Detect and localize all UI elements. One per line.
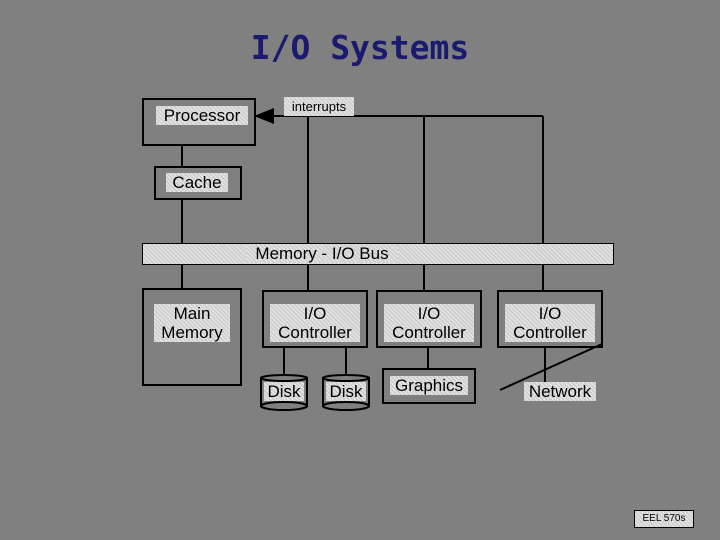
bus-label: Memory - I/O Bus (246, 244, 398, 263)
io-controller-3-label: I/O Controller (505, 304, 595, 342)
io-controller-2-line-2: Controller (392, 323, 466, 342)
footer-label: EEL 570s (634, 510, 694, 528)
io-controller-1-label: I/O Controller (270, 304, 360, 342)
main-memory-label: Main Memory (154, 304, 230, 342)
io-controller-1-line-2: Controller (278, 323, 352, 342)
io-controller-3 (497, 290, 603, 348)
network-label: Network (524, 382, 596, 401)
cache-box (154, 166, 242, 200)
disk-2-label: Disk (326, 382, 366, 401)
graphics-label: Graphics (390, 376, 468, 395)
io-controller-1 (262, 290, 368, 348)
processor-box (142, 98, 256, 146)
page-title: I/O Systems (250, 28, 470, 67)
main-memory-line-1: Main (173, 304, 211, 323)
main-memory-line-2: Memory (161, 323, 223, 342)
io-controller-2 (376, 290, 482, 348)
io-controller-2-line-1: I/O (417, 304, 441, 323)
io-controller-3-line-2: Controller (513, 323, 587, 342)
network-line (499, 343, 603, 391)
processor-label: Processor (156, 106, 248, 125)
main-memory-box (142, 288, 242, 386)
cache-label: Cache (166, 173, 228, 192)
disk-1-label: Disk (264, 382, 304, 401)
graphics-box (382, 368, 476, 404)
interrupts-label: interrupts (284, 97, 354, 116)
io-controller-3-line-1: I/O (538, 304, 562, 323)
io-controller-2-label: I/O Controller (384, 304, 474, 342)
io-controller-1-line-1: I/O (303, 304, 327, 323)
